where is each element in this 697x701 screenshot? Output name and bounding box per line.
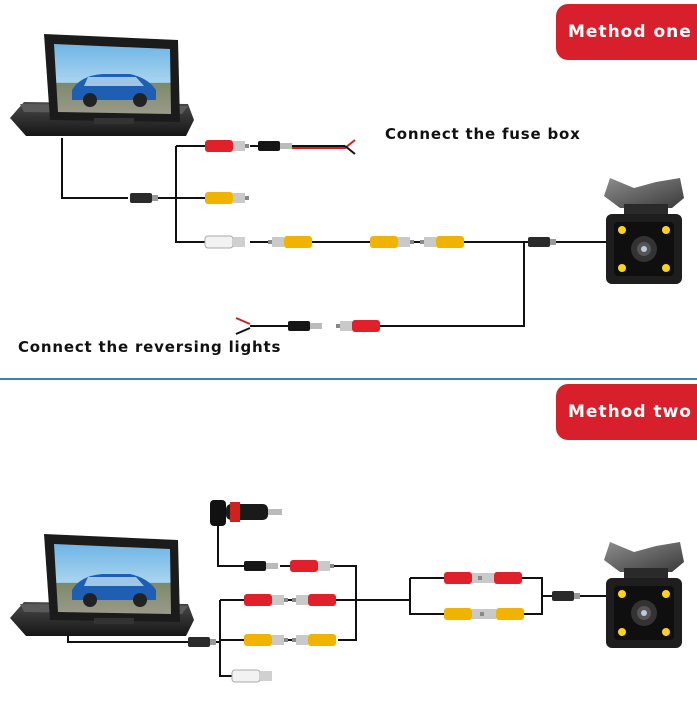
fuse-box-label: Connect the fuse box [385,125,581,143]
rca-connector-icon [478,572,522,584]
cable-connector-icon [528,237,556,247]
rca-connector-icon [290,560,334,572]
rca-connector-icon [268,236,312,248]
monitor-icon [10,34,194,136]
cable-connector-icon [188,637,216,647]
cable-connector-icon [130,193,158,203]
dc-plug-icon [258,141,292,151]
monitor-icon [10,534,194,636]
method-two-diagram [10,500,684,683]
rca-connector-icon [205,192,249,204]
camera-icon [604,178,684,284]
rca-connector-icon [370,236,414,248]
cigarette-plug-icon [210,500,282,526]
rca-connector-icon [231,669,273,683]
method-two-badge: Method two [556,384,697,440]
rca-connector-icon [480,608,524,620]
section-divider [0,378,697,380]
method-two-wires [67,522,606,677]
method-one-badge: Method one [556,4,697,60]
method-one-diagram [10,34,684,335]
rca-connector-icon [204,235,246,249]
rca-connector-icon [292,594,336,606]
method-one-wires [61,138,606,327]
dc-plug-icon [244,561,278,571]
rca-connector-icon [292,634,336,646]
rca-connector-icon [244,594,288,606]
rca-connector-icon [420,236,464,248]
rca-connector-icon [244,634,288,646]
rca-connector-icon [205,140,249,152]
reversing-lights-label: Connect the reversing lights [18,338,282,356]
dc-plug-icon [288,321,322,331]
camera-icon [604,542,684,648]
cable-connector-icon [552,591,580,601]
rca-connector-icon [336,320,380,332]
